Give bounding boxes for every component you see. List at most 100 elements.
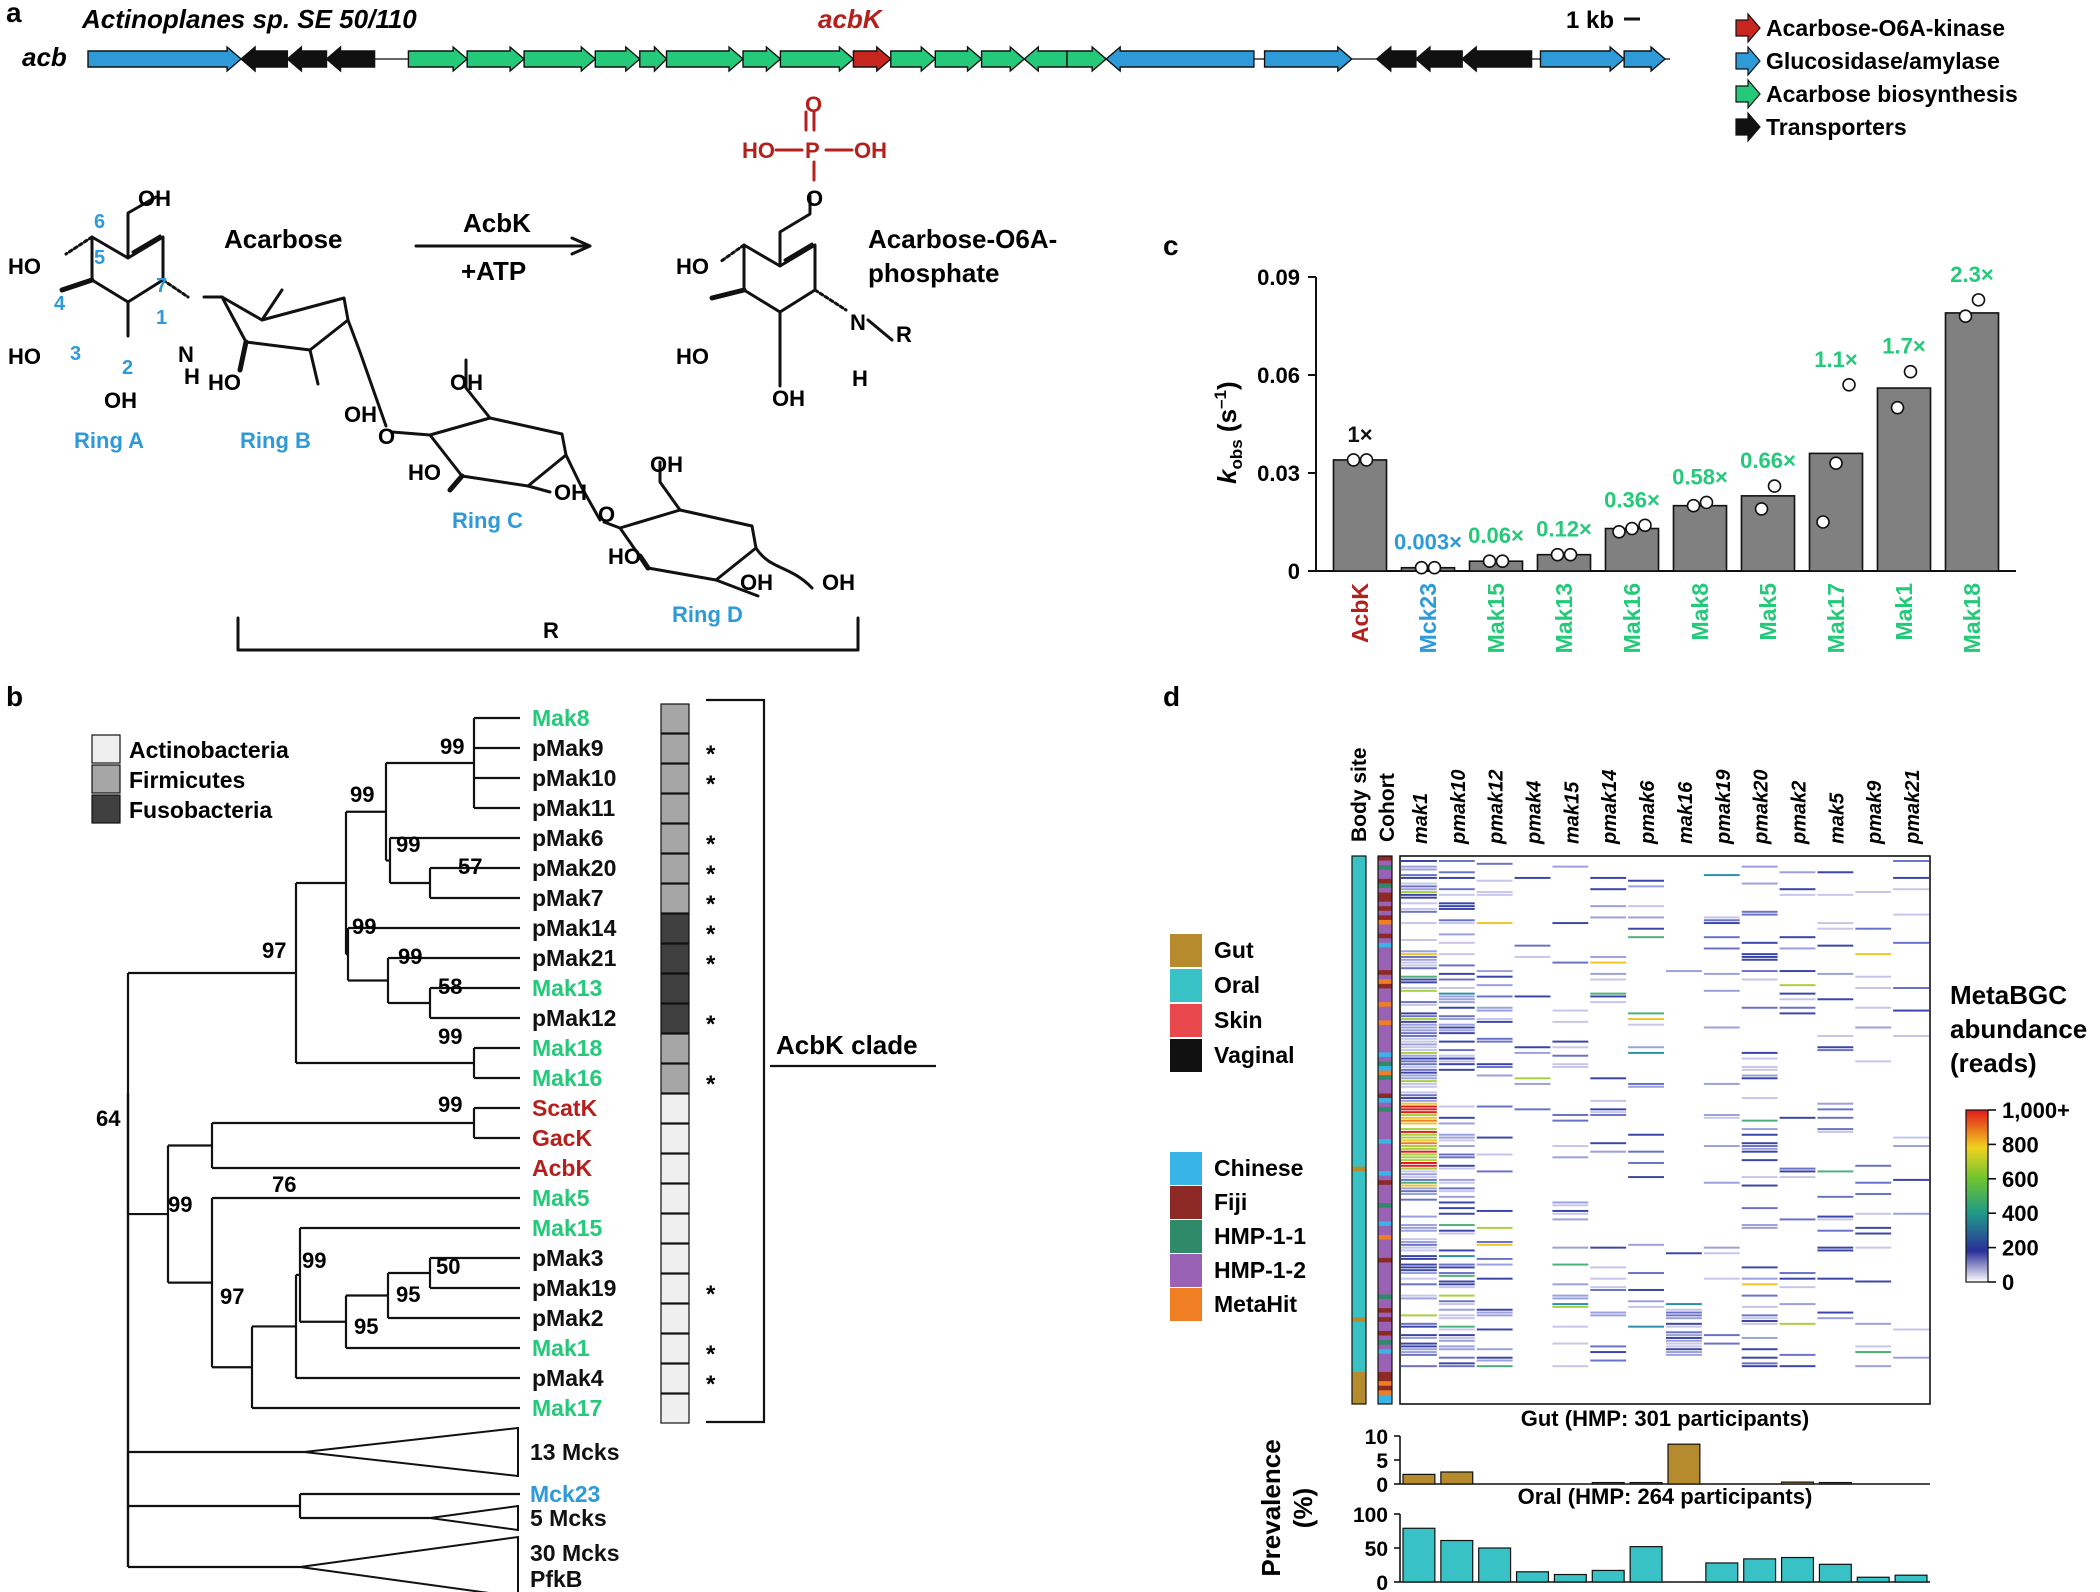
heatmap-cell [1476, 1365, 1513, 1368]
colorbar-title: (reads) [1950, 1048, 2037, 1078]
replicate-point [1754, 502, 1769, 516]
heatmap-cell [1438, 1325, 1475, 1328]
heatmap-cell [1817, 998, 1854, 1001]
collapsed-label: 5 Mcks [530, 1505, 607, 1531]
gut-prevalence-title: Gut (HMP: 301 participants) [1521, 1406, 1809, 1431]
cohort-cell [1378, 860, 1392, 866]
column-label-pmak19: pmak19 [1713, 769, 1735, 845]
heatmap-cell [1438, 1308, 1475, 1311]
body-site-cell [1352, 1207, 1366, 1213]
body-site-cell [1352, 1189, 1366, 1195]
heatmap-cell [1741, 865, 1778, 868]
heatmap-cell [1438, 1057, 1475, 1060]
body-site-frame [1351, 855, 1367, 1405]
panel-label-b: b [6, 681, 23, 712]
fold-label: 0.36× [1604, 487, 1660, 512]
leaf-phylum-box [660, 1243, 690, 1274]
cohort-cell [1378, 1271, 1392, 1277]
body-site-cell [1352, 1367, 1366, 1373]
category-label-Mak15: Mak15 [1483, 583, 1509, 654]
num-2: 2 [122, 357, 133, 379]
heatmap-cell [1552, 1246, 1589, 1249]
heatmap-cell [1401, 1351, 1437, 1354]
body-site-cell [1352, 1038, 1366, 1044]
body-site-cell [1352, 1257, 1366, 1263]
category-label-Mak8: Mak8 [1687, 583, 1713, 641]
body-site-cell [1352, 1020, 1366, 1026]
heatmap-cell [1817, 1116, 1854, 1119]
legend-arrow-transporter [1735, 111, 1761, 143]
heatmap-cell [1628, 905, 1664, 908]
heatmap-cell [1401, 1241, 1437, 1243]
cohort-cell [1378, 1362, 1392, 1368]
collapsed-label: Mck23 [530, 1481, 600, 1507]
leaf-star: * [706, 831, 716, 858]
replicate-point [1414, 560, 1429, 575]
heatmap-cell [1401, 1187, 1437, 1190]
heatmap-cell [1401, 902, 1437, 905]
heatmap-cell [1552, 1204, 1589, 1207]
replicate-point [1550, 547, 1565, 562]
colorbar-tick-label: 600 [2002, 1167, 2039, 1192]
replicate-point [1482, 554, 1497, 569]
heatmap-cell [1438, 1207, 1475, 1210]
legend-label-kinase: Acarbose-O6A-kinase [1766, 15, 2005, 41]
heatmap-cell [1401, 1342, 1437, 1345]
legend-arrow-glucosidase [1735, 45, 1761, 77]
bar-Mak1 [1876, 387, 1932, 572]
heatmap-cell [1893, 888, 1929, 891]
heatmap-cell [1476, 1243, 1513, 1246]
body-site-cell [1352, 1390, 1366, 1396]
replicate-point [1829, 456, 1843, 471]
heatmap-cell [1438, 1181, 1475, 1184]
heatmap-cell [1438, 1068, 1475, 1071]
replicate-point [1563, 547, 1578, 562]
heatmap-cell [1438, 1229, 1475, 1232]
heatmap-cell [1552, 1294, 1589, 1297]
heatmap-cell [1552, 1046, 1589, 1049]
leaf-star: * [706, 1341, 716, 1368]
body-site-cell [1352, 965, 1366, 971]
ring-d-ch2 [658, 460, 682, 512]
cohort-cell [1378, 1075, 1392, 1081]
ring-b-ho: HO [208, 370, 241, 395]
heatmap-cell [1476, 893, 1513, 896]
body-site-label: Vaginal [1214, 1042, 1295, 1068]
oral-prevalence-bar-pmak6 [1629, 1546, 1663, 1583]
heatmap-cell [1476, 1359, 1513, 1362]
category-label-Mck23: Mck23 [1415, 583, 1441, 653]
heatmap-cell [1438, 1139, 1475, 1142]
heatmap-cell [1817, 1046, 1854, 1049]
replicate-point [1427, 560, 1442, 575]
heatmap-cell [1817, 1218, 1854, 1221]
heatmap-cell [1438, 1040, 1475, 1043]
heatmap-cell [1438, 1249, 1475, 1252]
heatmap-cell [1401, 1139, 1437, 1142]
cohort-cell [1378, 1015, 1392, 1021]
heatmap-cell [1628, 1133, 1664, 1136]
leaf-label-Mak13: Mak13 [532, 975, 602, 1001]
heatmap-cell [1401, 939, 1437, 941]
heatmap-cell [1401, 907, 1437, 910]
y-tick-label: 0.03 [1257, 461, 1300, 486]
heatmap-cell [1401, 1032, 1437, 1035]
cohort-cell [1378, 1235, 1392, 1241]
heatmap-cell [1401, 1198, 1437, 1201]
body-site-cell [1352, 1034, 1366, 1040]
heatmap-cell [1401, 1161, 1437, 1164]
cohort-cell [1378, 906, 1392, 912]
heatmap-cell [1666, 970, 1702, 973]
heatmap-cell [1741, 1142, 1778, 1145]
prevalence-label: Prevalence [1256, 1439, 1286, 1576]
heatmap-cell [1666, 1342, 1702, 1345]
heatmap-cell [1855, 987, 1892, 989]
legend-label-glucosidase: Glucosidase/amylase [1766, 48, 2000, 74]
heatmap-cell [1779, 1116, 1816, 1119]
heatmap-cell [1438, 1006, 1475, 1009]
heatmap-cell [1552, 1009, 1589, 1012]
r-bracket [236, 616, 860, 652]
heatmap-cell [1401, 1365, 1437, 1368]
heatmap-cell [1741, 953, 1778, 956]
fold-label: 0.003× [1394, 530, 1462, 555]
heatmap-cell [1817, 1130, 1854, 1133]
